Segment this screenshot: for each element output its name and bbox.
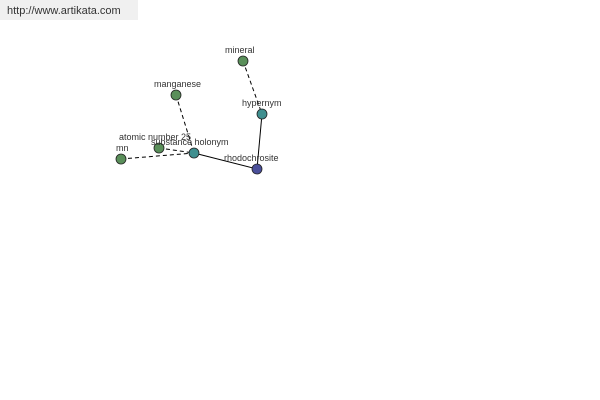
node-mn[interactable]: mn — [115, 143, 129, 165]
node-circle-mineral[interactable] — [237, 55, 249, 67]
node-hypernym[interactable]: hypernym — [242, 98, 282, 120]
edge-mineral-hypernym — [242, 60, 263, 115]
node-label-mn[interactable]: mn — [116, 143, 129, 153]
node-circle-rhodochrosite[interactable] — [251, 163, 263, 175]
node-rhodochrosite[interactable]: rhodochrosite — [224, 153, 279, 175]
node-circle-hypernym[interactable] — [256, 108, 268, 120]
edge-manganese-substance-holonym — [175, 94, 195, 154]
node-manganese[interactable]: manganese — [154, 79, 201, 101]
node-label-mineral[interactable]: mineral — [225, 45, 255, 55]
node-circle-mn[interactable] — [115, 153, 127, 165]
node-label-atomic-number-25[interactable]: atomic number 25 — [119, 132, 191, 142]
url-link[interactable]: http://www.artikata.com — [7, 5, 121, 17]
node-atomic-number-25[interactable]: atomic number 25 — [119, 132, 191, 154]
graph-nodes: mineral hypernym manganese atomic number 25… — [115, 45, 282, 175]
edge-substance-holonym-rhodochrosite — [193, 152, 258, 170]
node-circle-atomic-number-25[interactable] — [153, 142, 165, 154]
node-label-hypernym[interactable]: hypernym — [242, 98, 282, 108]
edge-mn-substance-holonym — [120, 152, 195, 160]
edge-atomic-number-25-substance-holonym — [158, 147, 195, 154]
node-circle-manganese[interactable] — [170, 89, 182, 101]
graph-edges — [120, 60, 263, 170]
node-label-manganese[interactable]: manganese — [154, 79, 201, 89]
edge-hypernym-rhodochrosite — [256, 113, 263, 170]
node-mineral[interactable]: mineral — [225, 45, 255, 67]
node-label-substance-holonym[interactable]: substance holonym — [151, 137, 229, 147]
node-label-rhodochrosite[interactable]: rhodochrosite — [224, 153, 279, 163]
url-banner: http://www.artikata.com — [0, 0, 138, 20]
node-substance-holonym[interactable]: substance holonym — [151, 137, 229, 159]
node-circle-substance-holonym[interactable] — [188, 147, 200, 159]
